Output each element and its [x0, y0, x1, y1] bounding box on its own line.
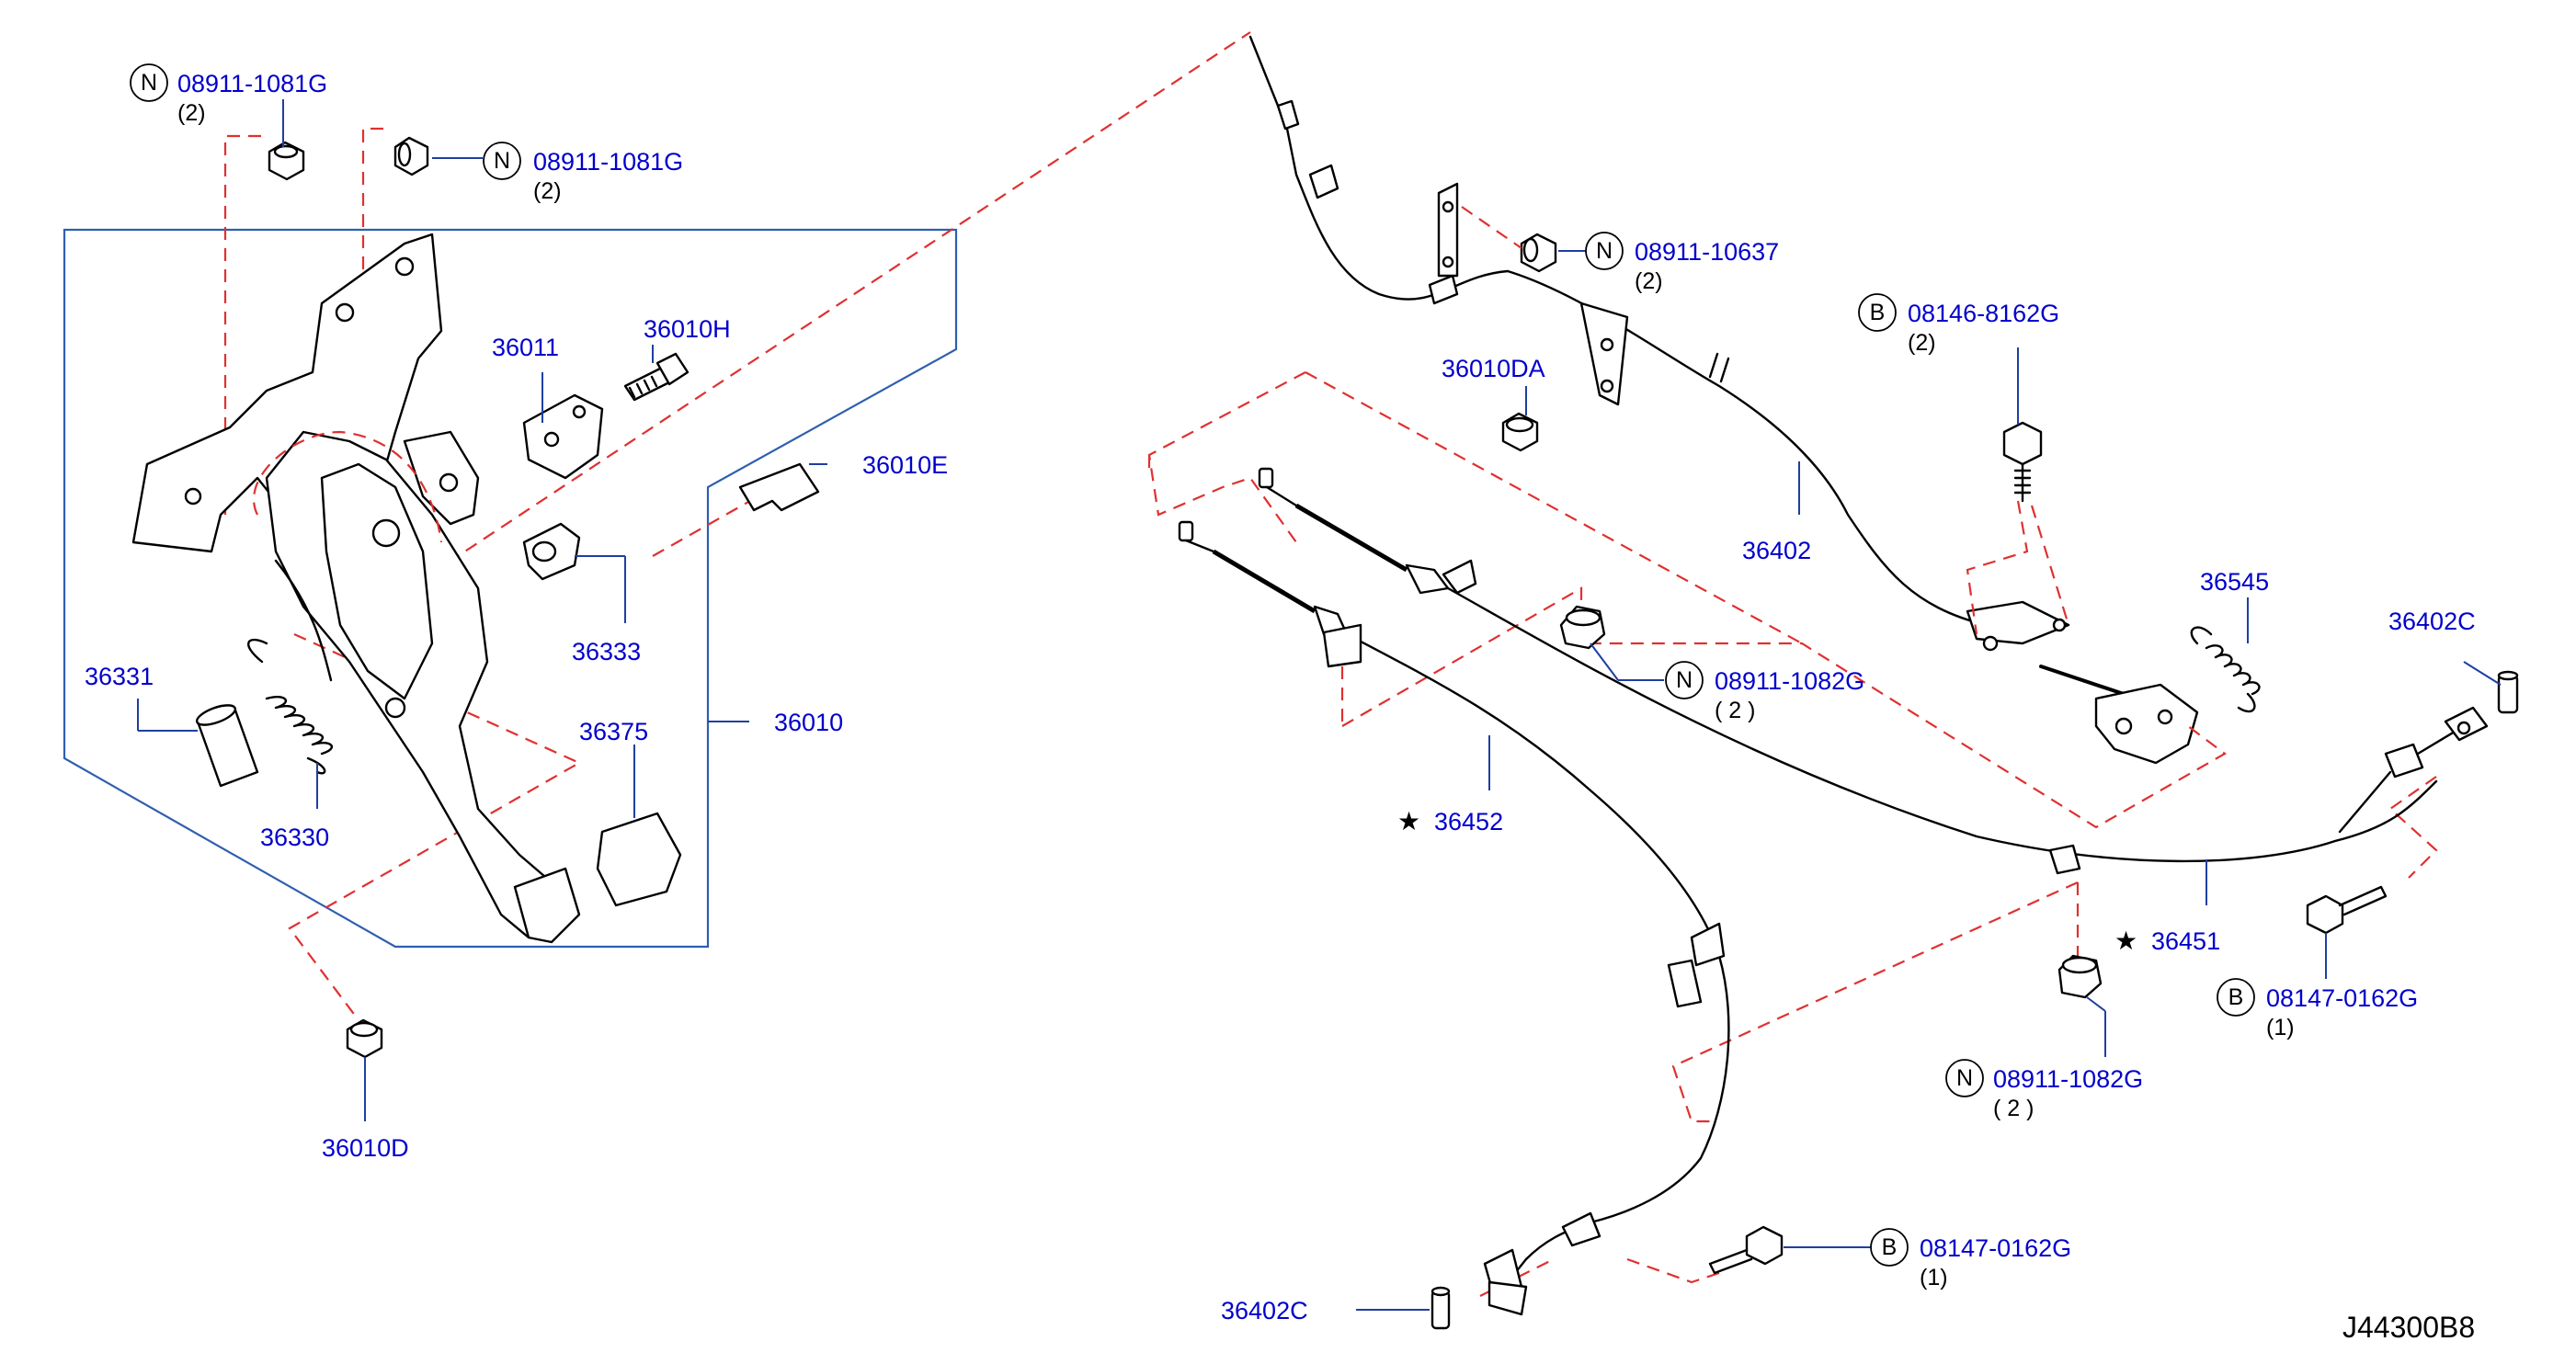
diagram-code: J44300B8 — [2342, 1311, 2475, 1344]
callout-bolt-top-right: B 08146-8162G (2) — [1858, 293, 2059, 356]
label-36011: 36011 — [492, 334, 559, 361]
label-36333: 36333 — [572, 638, 641, 665]
nut-top-left-icon — [268, 141, 305, 181]
quantity: (2) — [1635, 268, 1663, 294]
callout-bolt-bottom: B 08147-0162G (1) — [1870, 1228, 2071, 1290]
label-36010D: 36010D — [322, 1134, 409, 1162]
label-36010DA: 36010DA — [1442, 355, 1545, 382]
bushing-36331-icon — [195, 704, 259, 788]
leader-lines — [137, 99, 2502, 1311]
label-36402C-top: 36402C — [2388, 608, 2476, 635]
pedal-pad-36375-icon — [596, 812, 682, 907]
nut-08911-10637-icon — [1520, 233, 1557, 273]
rear-cable-36451 — [1258, 467, 2489, 875]
quantity: (2) — [1908, 330, 1936, 356]
callout-nut-lower-right: N 08911-1082G ( 2 ) — [1945, 1059, 2143, 1121]
label-36010E: 36010E — [862, 451, 948, 479]
label-36010: 36010 — [774, 709, 843, 736]
stopper-36333-icon — [522, 522, 581, 581]
clip-36010E-icon — [738, 462, 820, 512]
parking-brake-pedal-assembly — [131, 233, 581, 944]
quantity: ( 2 ) — [1993, 1096, 2034, 1121]
front-cable-36402 — [1248, 35, 2199, 765]
part-number: 08147-0162G — [2266, 984, 2418, 1012]
badge-letter: B — [1870, 300, 1886, 325]
nut-36010DA-icon — [1501, 412, 1539, 452]
part-number: 08147-0162G — [1920, 1234, 2071, 1262]
badge-circle — [1585, 232, 1624, 270]
nut-08911-1082G-center-icon — [1559, 605, 1606, 650]
bolt-08146-8162G-icon — [2002, 421, 2043, 503]
part-number: 08146-8162G — [1908, 300, 2059, 327]
bolt-08147-0162G-bottom-icon — [1708, 1225, 1784, 1275]
quantity: (2) — [533, 178, 562, 204]
nut-top-mid-icon — [393, 136, 429, 176]
label-36402: 36402 — [1742, 537, 1811, 564]
badge-circle — [2217, 978, 2255, 1017]
bolt-08147-0162G-right-icon — [2306, 885, 2388, 935]
part-number: 08911-1082G — [1993, 1065, 2143, 1093]
star-marker-36452: ★ — [1397, 807, 1420, 835]
badge-circle — [1858, 293, 1897, 332]
badge-letter: N — [494, 148, 510, 174]
label-36545: 36545 — [2200, 568, 2269, 596]
star-marker-36451: ★ — [2114, 926, 2137, 955]
callout-nut-top-mid: N 08911-1081G (2) — [483, 142, 683, 204]
quantity: (2) — [177, 100, 206, 126]
callout-nut-top-cable: N 08911-10637 (2) — [1585, 232, 1779, 294]
badge-circle — [483, 142, 521, 180]
badge-circle — [130, 63, 168, 102]
nut-36010D-icon — [346, 1018, 383, 1059]
part-number: 08911-1081G — [533, 148, 683, 176]
badge-circle — [1945, 1059, 1984, 1097]
badge-letter: B — [2228, 984, 2244, 1010]
spring-36545-icon — [2190, 626, 2261, 713]
rear-cable-36452 — [1178, 520, 1730, 1316]
pedal-assembly-outline — [63, 228, 958, 949]
quantity: ( 2 ) — [1715, 698, 1755, 723]
switch-36011-icon — [522, 393, 604, 480]
pin-36402C-bottom-icon — [1430, 1286, 1451, 1330]
quantity: (1) — [1920, 1265, 1948, 1290]
label-36402C-bottom: 36402C — [1221, 1297, 1308, 1324]
part-number: 08911-1082G — [1715, 667, 1864, 695]
quantity: (1) — [2266, 1015, 2295, 1040]
label-36452: 36452 — [1434, 808, 1503, 835]
callout-nut-center: N 08911-1082G ( 2 ) — [1665, 661, 1864, 723]
label-36010H: 36010H — [644, 315, 731, 343]
badge-letter: N — [1596, 238, 1613, 264]
badge-letter: B — [1882, 1234, 1898, 1260]
nut-08911-1082G-lower-icon — [2057, 954, 2103, 999]
bolt-36010H-icon — [623, 352, 690, 402]
badge-circle — [1665, 661, 1704, 699]
pin-36402C-top-icon — [2497, 670, 2519, 714]
badge-letter: N — [1676, 667, 1693, 693]
label-36331: 36331 — [85, 663, 154, 690]
part-number: 08911-1081G — [177, 70, 327, 97]
label-36451: 36451 — [2151, 927, 2220, 955]
label-36375: 36375 — [579, 718, 648, 745]
callout-nut-top-left: N 08911-1081G (2) — [130, 63, 327, 126]
cable-guide-lines — [1147, 206, 2438, 1297]
part-number: 08911-10637 — [1635, 238, 1779, 266]
badge-letter: N — [1956, 1065, 1973, 1091]
label-36330: 36330 — [260, 824, 329, 851]
spring-36330-icon — [247, 638, 334, 775]
badge-circle — [1870, 1228, 1909, 1267]
badge-letter: N — [141, 70, 157, 96]
callout-bolt-right: B 08147-0162G (1) — [2217, 978, 2418, 1040]
